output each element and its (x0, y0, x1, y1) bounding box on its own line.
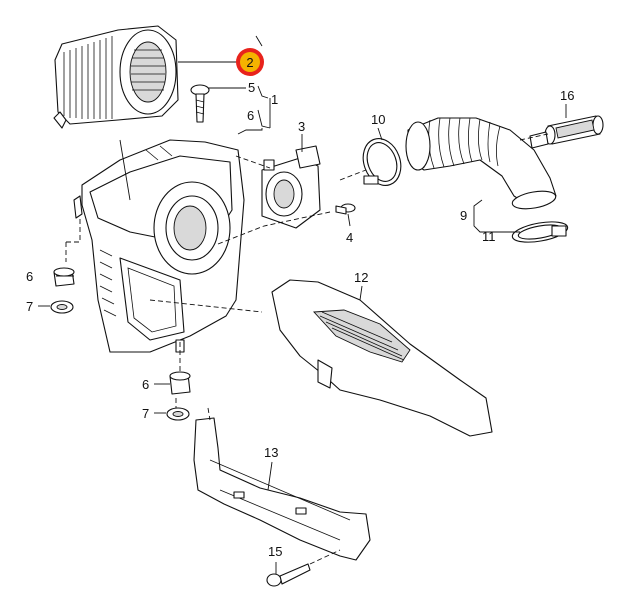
callout-9: 9 (460, 208, 467, 223)
grommet-part-6-lower[interactable] (169, 371, 191, 395)
callout-16: 16 (560, 88, 574, 103)
callout-13: 13 (264, 445, 278, 460)
screw-part-5[interactable] (190, 84, 210, 123)
hose-clamp-part-11[interactable] (511, 218, 569, 245)
air-filter-element[interactable] (53, 25, 179, 129)
callout-4: 4 (346, 230, 353, 245)
air-filter-housing[interactable] (73, 139, 245, 353)
callout-6-upper-left: 6 (26, 269, 33, 284)
callout-5: 5 (248, 80, 255, 95)
screw-part-15[interactable] (266, 563, 311, 587)
washer-part-7-lower[interactable] (166, 407, 190, 421)
dashed-assembly-lines (65, 133, 549, 565)
air-duct-part-12[interactable] (271, 279, 493, 437)
leader-lines (38, 35, 567, 574)
callout-6-lower: 6 (142, 377, 149, 392)
highlight-marker[interactable] (236, 48, 264, 76)
callout-2: 2 (246, 55, 253, 70)
callout-7-lower: 7 (142, 406, 149, 421)
grommet-part-6-upper[interactable] (53, 267, 75, 287)
callout-7-upper-left: 7 (26, 299, 33, 314)
bracket-part-13[interactable] (193, 417, 371, 561)
callout-6-top: 6 (247, 108, 254, 123)
bolt-part-4[interactable] (335, 203, 356, 215)
callout-10: 10 (371, 112, 385, 127)
callout-15: 15 (268, 544, 282, 559)
air-mass-meter[interactable] (261, 145, 321, 229)
hose-clamp-part-10[interactable] (357, 133, 407, 190)
callout-12: 12 (354, 270, 368, 285)
callout-3: 3 (298, 119, 305, 134)
callout-labels: 2 5 1 6 3 10 16 9 11 4 12 6 7 6 7 13 15 (26, 55, 574, 559)
intake-hose[interactable] (405, 117, 557, 212)
washer-part-7-upper[interactable] (50, 300, 74, 314)
callout-11: 11 (482, 229, 496, 244)
hose-part-16[interactable] (529, 115, 604, 149)
callout-1: 1 (271, 92, 278, 107)
